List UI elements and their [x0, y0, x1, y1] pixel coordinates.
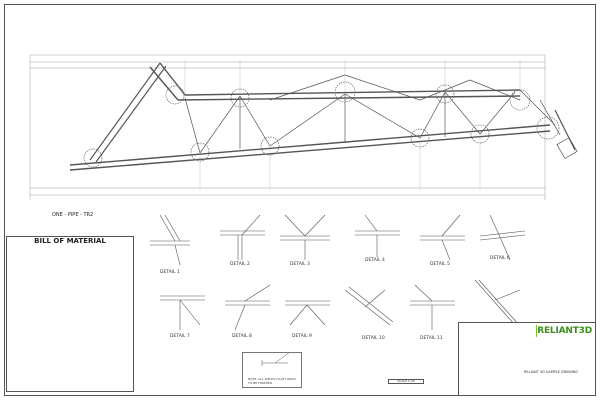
company-logo: RELIANT3D	[536, 323, 592, 338]
weld-symbol	[261, 351, 291, 366]
weld-note-text: NOTE: ALL WELDS FILLET WELD TO BE FINISH…	[248, 377, 296, 385]
truss-label: ONE - PIPE - TR2	[52, 212, 94, 218]
bom-title: BILL OF MATERIAL	[34, 237, 106, 245]
detail-label-1: DETAIL 1	[160, 270, 180, 275]
title-block	[458, 322, 596, 396]
detail-label-8: DETAIL 8	[232, 334, 252, 339]
detail-sketches	[150, 214, 526, 331]
weld-note-box	[242, 352, 302, 388]
scale-label: SCALE 1:20	[388, 379, 424, 384]
detail-label-11: DETAIL 11	[420, 336, 443, 341]
detail-label-10: DETAIL 10	[362, 336, 385, 341]
logo-text: RELIANT3D	[537, 325, 592, 336]
detail-label-5: DETAIL 5	[430, 262, 450, 267]
detail-label-4: DETAIL 4	[365, 258, 385, 263]
detail-label-6: DETAIL 6	[490, 256, 510, 261]
detail-label-2: DETAIL 2	[230, 262, 250, 267]
detail-label-7: DETAIL 7	[170, 334, 190, 339]
detail-label-3: DETAIL 3	[290, 262, 310, 267]
sheet-frame	[4, 4, 596, 396]
drawing-title: RELIANT 3D SAMPLE DRAWING	[524, 370, 579, 374]
detail-label-9: DETAIL 9	[292, 334, 312, 339]
bill-of-material: BILL OF MATERIAL	[6, 236, 134, 392]
